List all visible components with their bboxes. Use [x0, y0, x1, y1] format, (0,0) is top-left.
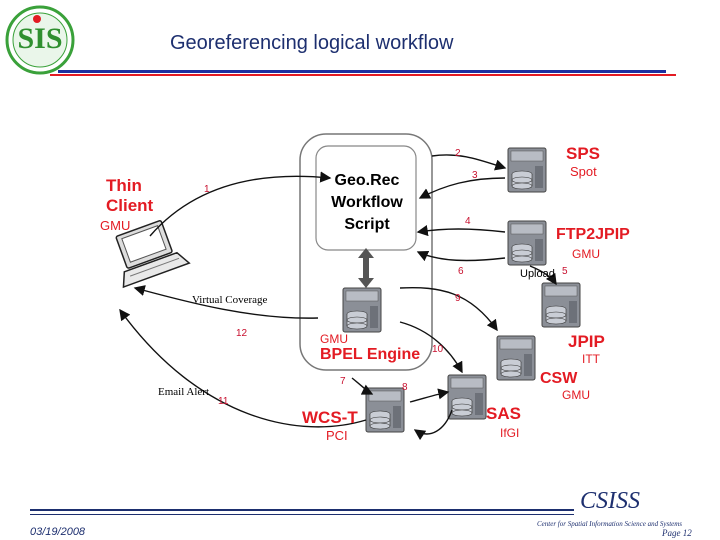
- server-icon-sps: [507, 147, 547, 193]
- sas-title: SAS: [486, 404, 521, 423]
- footer-rule-top: [30, 509, 574, 511]
- footer-org-full: Center for Spatial Information Science a…: [537, 520, 683, 528]
- page-title: Georeferencing logical workflow: [170, 32, 454, 54]
- jpip-title: JPIP: [568, 332, 605, 351]
- sps-org: Spot: [570, 164, 597, 179]
- server-icon-bpel: [342, 287, 382, 333]
- wcst-title: WCS-T: [302, 408, 358, 427]
- server-icon-ftp2jpip: [507, 220, 547, 266]
- arrow-sas-wcst: [413, 409, 453, 441]
- footer-rule-bottom: [30, 514, 574, 515]
- ftp2jpip-title: FTP2JPIP: [556, 226, 630, 243]
- arrow-1: [149, 171, 332, 237]
- sas-org: IfGI: [500, 426, 520, 440]
- footer-page: Page 12: [662, 528, 692, 538]
- workflow-script-title: Geo.Rec Workflow Script: [331, 172, 403, 233]
- step-6: 6: [458, 266, 464, 277]
- step-9: 9: [455, 293, 461, 304]
- virtual-coverage-label: Virtual Coverage: [192, 294, 268, 306]
- step-8: 8: [402, 382, 408, 393]
- upload-label: Upload: [520, 268, 555, 280]
- logo: SIS: [4, 4, 76, 76]
- step-11: 11: [218, 396, 229, 407]
- laptop-icon: [115, 220, 191, 289]
- sps-title: SPS: [566, 144, 601, 163]
- step-7: 7: [340, 376, 346, 387]
- footer-date: 03/19/2008: [30, 526, 86, 538]
- arrow-12: [133, 285, 319, 319]
- arrow-11: [119, 308, 367, 428]
- email-alert-label: Email Alert: [158, 386, 210, 398]
- step-5: 5: [562, 266, 568, 277]
- step-12: 12: [236, 328, 248, 339]
- server-icon-sas: [447, 374, 487, 420]
- server-icon-upload: [541, 282, 581, 328]
- arrow-8: [409, 388, 450, 403]
- arrow-4: [416, 225, 506, 237]
- title-rule-red: [50, 74, 676, 76]
- thin-client-org: GMU: [100, 218, 131, 233]
- arrow-2: [431, 154, 507, 171]
- step-2: 2: [455, 148, 461, 159]
- server-icon-jpip: [496, 335, 536, 381]
- arrow-5: [529, 265, 557, 286]
- step-4: 4: [465, 216, 471, 227]
- step-10: 10: [432, 344, 444, 355]
- arrow-7: [351, 377, 374, 395]
- step-1: 1: [204, 184, 210, 195]
- thin-client-title: Thin Client: [106, 176, 154, 215]
- arrow-6: [416, 250, 506, 262]
- ftp2jpip-org: GMU: [572, 247, 600, 261]
- arrow-10: [399, 321, 463, 374]
- arrow-3: [418, 177, 506, 199]
- title-rule-blue: [58, 70, 666, 73]
- csw-title: CSW: [540, 370, 578, 387]
- csw-org: GMU: [562, 388, 590, 402]
- wcst-org: PCI: [326, 428, 348, 443]
- arrow-9: [399, 286, 498, 332]
- logo-icon: [5, 5, 75, 75]
- step-3: 3: [472, 170, 478, 181]
- bpel-engine-org: GMU: [320, 332, 348, 346]
- bpel-engine-title: BPEL Engine: [320, 346, 421, 363]
- logo-text: SIS: [17, 22, 63, 55]
- jpip-org: ITT: [582, 352, 600, 366]
- footer-org-acronym: CSISS: [580, 488, 640, 514]
- server-icon-wcst: [365, 387, 405, 433]
